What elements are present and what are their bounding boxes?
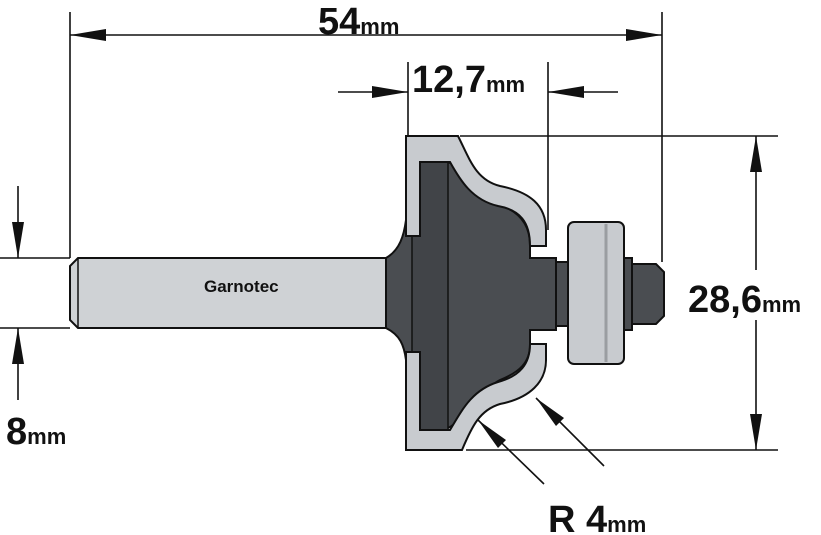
cutting-diameter-unit: mm	[762, 292, 801, 317]
carbide-bottom	[405, 343, 547, 451]
dimension-cutting-length: 12,7mm	[338, 59, 618, 230]
shank-diameter-value: 8	[6, 411, 27, 453]
dimension-cutting-diameter: 28,6mm	[460, 135, 820, 451]
radius-prefix: R	[548, 499, 586, 535]
svg-text:8mm: 8mm	[6, 411, 66, 453]
dimension-shank-diameter: 8mm	[0, 186, 70, 453]
brand-label: Garnotec	[204, 277, 279, 296]
overall-length-unit: mm	[360, 14, 399, 39]
cutting-diameter-value: 28,6	[688, 279, 762, 321]
svg-text:28,6mm: 28,6mm	[688, 279, 801, 321]
cutting-length-unit: mm	[486, 72, 525, 97]
bearing	[555, 221, 665, 365]
carbide-top	[405, 135, 547, 247]
svg-text:54mm: 54mm	[318, 1, 399, 43]
svg-text:12,7mm: 12,7mm	[412, 59, 525, 101]
shank-diameter-unit: mm	[27, 424, 66, 449]
radius-unit: mm	[607, 512, 646, 535]
svg-text:R 4mm: R 4mm	[548, 499, 646, 535]
cutting-length-value: 12,7	[412, 59, 486, 101]
dimension-overall-length: 54mm	[69, 1, 663, 262]
radius-value: 4	[586, 499, 607, 535]
dimension-radius: R 4mm	[477, 397, 646, 535]
overall-length-value: 54	[318, 1, 360, 43]
